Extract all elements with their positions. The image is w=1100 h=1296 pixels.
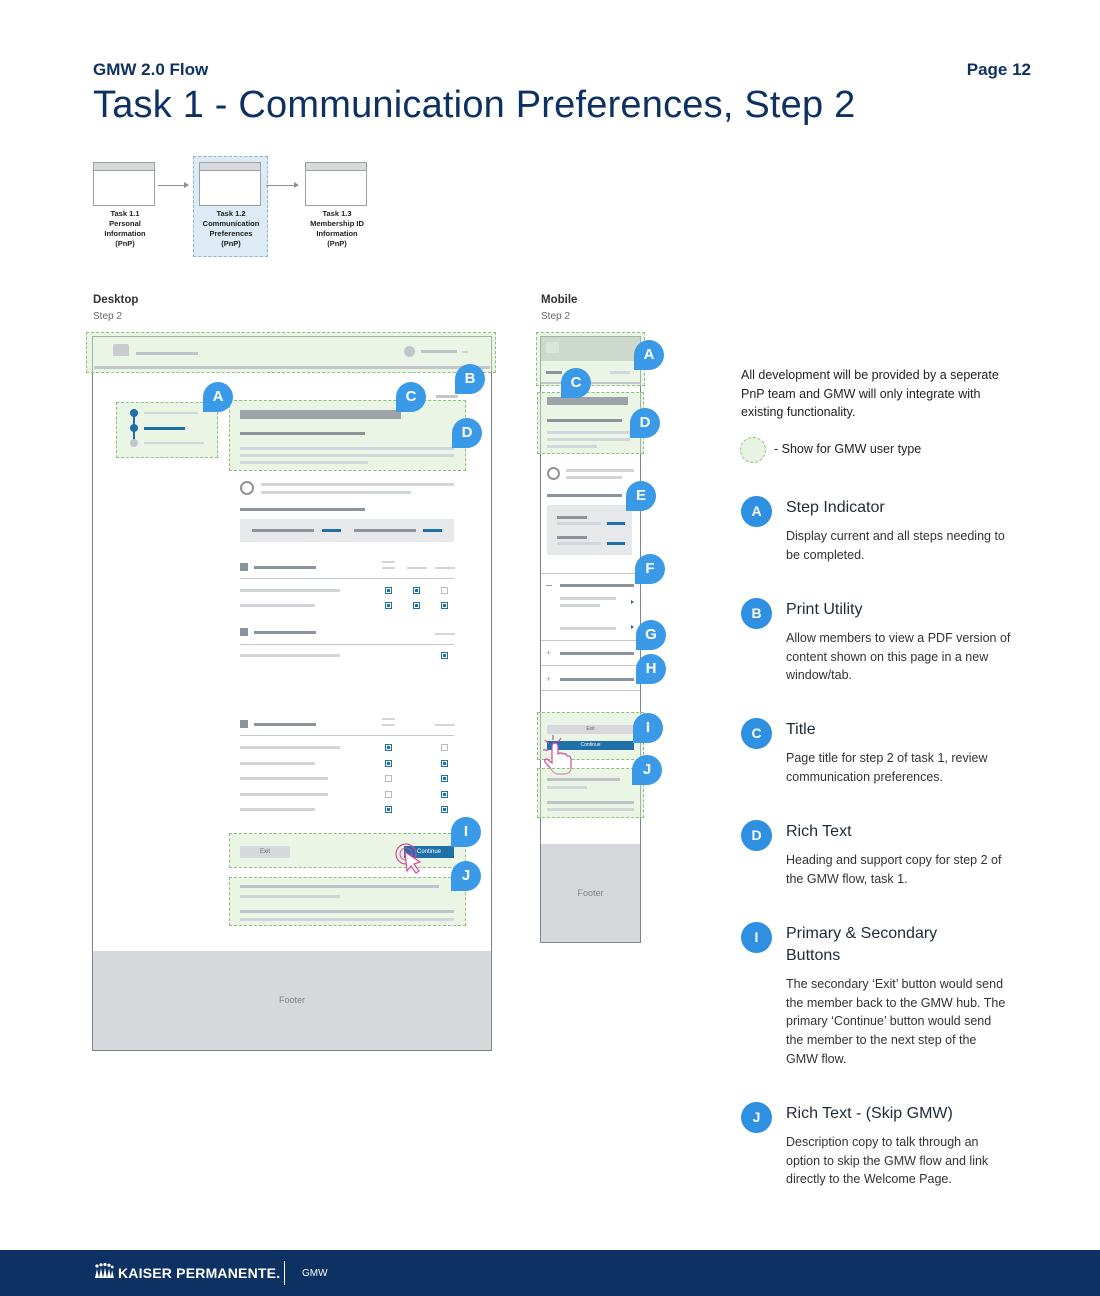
flow-thumbnail [305,162,367,206]
flow-thumbnail [93,162,155,206]
brand-sub: GMW [302,1268,328,1279]
page-number: Page 12 [966,60,1031,79]
pin-a: A [634,340,664,370]
preference-checkbox[interactable] [385,806,392,813]
note-badge-i: I [741,922,772,953]
summary-bar [240,519,454,542]
mobile-header-gmw-zone [536,332,645,386]
info-icon [547,467,560,480]
pin-i: I [633,713,663,743]
note-badge-a: A [741,496,772,527]
desktop-step: Step 2 [93,311,122,322]
note-title: Rich Text - (Skip GMW) [786,1105,953,1122]
preference-checkbox[interactable] [385,602,392,609]
print-utility[interactable] [436,395,458,398]
logo-icon [546,342,559,353]
pin-e: E [626,481,656,511]
flow-thumbnail [199,162,261,206]
mobile-summary [547,505,632,555]
pin-i: I [451,817,481,847]
note-badge-c: C [741,718,772,749]
pin-a: A [203,382,233,412]
avatar-icon [404,346,415,357]
pin-c: C [561,368,591,398]
legend-text: - Show for GMW user type [774,442,922,456]
preference-checkbox[interactable] [413,602,420,609]
exit-button[interactable]: Exit [547,725,634,734]
preference-checkbox[interactable] [441,587,448,594]
note-badge-j: J [741,1102,772,1133]
expand-plus-icon[interactable]: + [546,648,552,658]
note-body: Description copy to talk through an opti… [786,1135,989,1187]
note-title: Print Utility [786,601,863,618]
pin-h: H [636,654,666,684]
info-icon [240,481,254,495]
preference-checkbox[interactable] [441,744,448,751]
note-title: Primary & Secondary Buttons [786,925,938,964]
preference-checkbox[interactable] [441,760,448,767]
logo-icon [113,344,129,356]
chevron-right-icon [631,625,634,629]
pin-b: B [455,364,485,394]
click-cursor-icon [395,843,422,874]
brand-divider [284,1261,285,1285]
pin-c: C [396,382,426,412]
preference-checkbox[interactable] [441,602,448,609]
preference-checkbox[interactable] [413,587,420,594]
pin-g: G [636,620,666,650]
preference-checkbox[interactable] [385,775,392,782]
pin-f: F [635,554,665,584]
pin-j: J [451,861,481,891]
title-bar [240,410,401,419]
mobile-label: Mobile [541,294,578,306]
preference-checkbox[interactable] [441,806,448,813]
note-title: Title [786,721,816,738]
note-title: Step Indicator [786,499,885,516]
note-body: The secondary ‘Exit’ button would send t… [786,977,1006,1066]
gmw-legend-swatch [740,437,766,463]
pin-d: D [452,418,482,448]
note-body: Allow members to view a PDF version of c… [786,631,1011,683]
preference-checkbox[interactable] [385,587,392,594]
expand-plus-icon[interactable]: + [546,674,552,684]
kaiser-logo-icon [95,1263,114,1278]
preference-checkbox[interactable] [441,791,448,798]
continue-button[interactable]: Continue [547,741,634,750]
flow-label: GMW 2.0 Flow [93,60,209,79]
exit-button[interactable]: Exit [240,846,290,858]
flow-arrow [266,182,299,188]
note-badge-b: B [741,598,772,629]
intro-text: All development will be provided by a se… [741,368,999,419]
preference-checkbox[interactable] [441,775,448,782]
note-body: Heading and support copy for step 2 of t… [786,853,1002,886]
note-title: Rich Text [786,823,852,840]
flow-arrow [158,182,189,188]
preference-checkbox[interactable] [385,760,392,767]
preference-checkbox[interactable] [385,791,392,798]
tap-hand-icon [543,735,572,775]
brand-name: KAISER PERMANENTE. [118,1265,281,1281]
preference-checkbox[interactable] [441,652,448,659]
pin-d: D [630,408,660,438]
footer-bar [0,1250,1100,1296]
chevron-right-icon [631,600,634,604]
preference-checkbox[interactable] [385,744,392,751]
mobile-step: Step 2 [541,311,570,322]
mobile-footer: Footer [541,844,640,942]
note-body: Page title for step 2 of task 1, review … [786,751,988,784]
note-body: Display current and all steps needing to… [786,529,1005,562]
pin-j: J [632,755,662,785]
mobile-wireframe [540,336,641,943]
desktop-footer: Footer [93,951,491,1050]
desktop-label: Desktop [93,294,139,306]
page-title: Task 1 - Communication Preferences, Step… [93,84,856,126]
note-badge-d: D [741,820,772,851]
